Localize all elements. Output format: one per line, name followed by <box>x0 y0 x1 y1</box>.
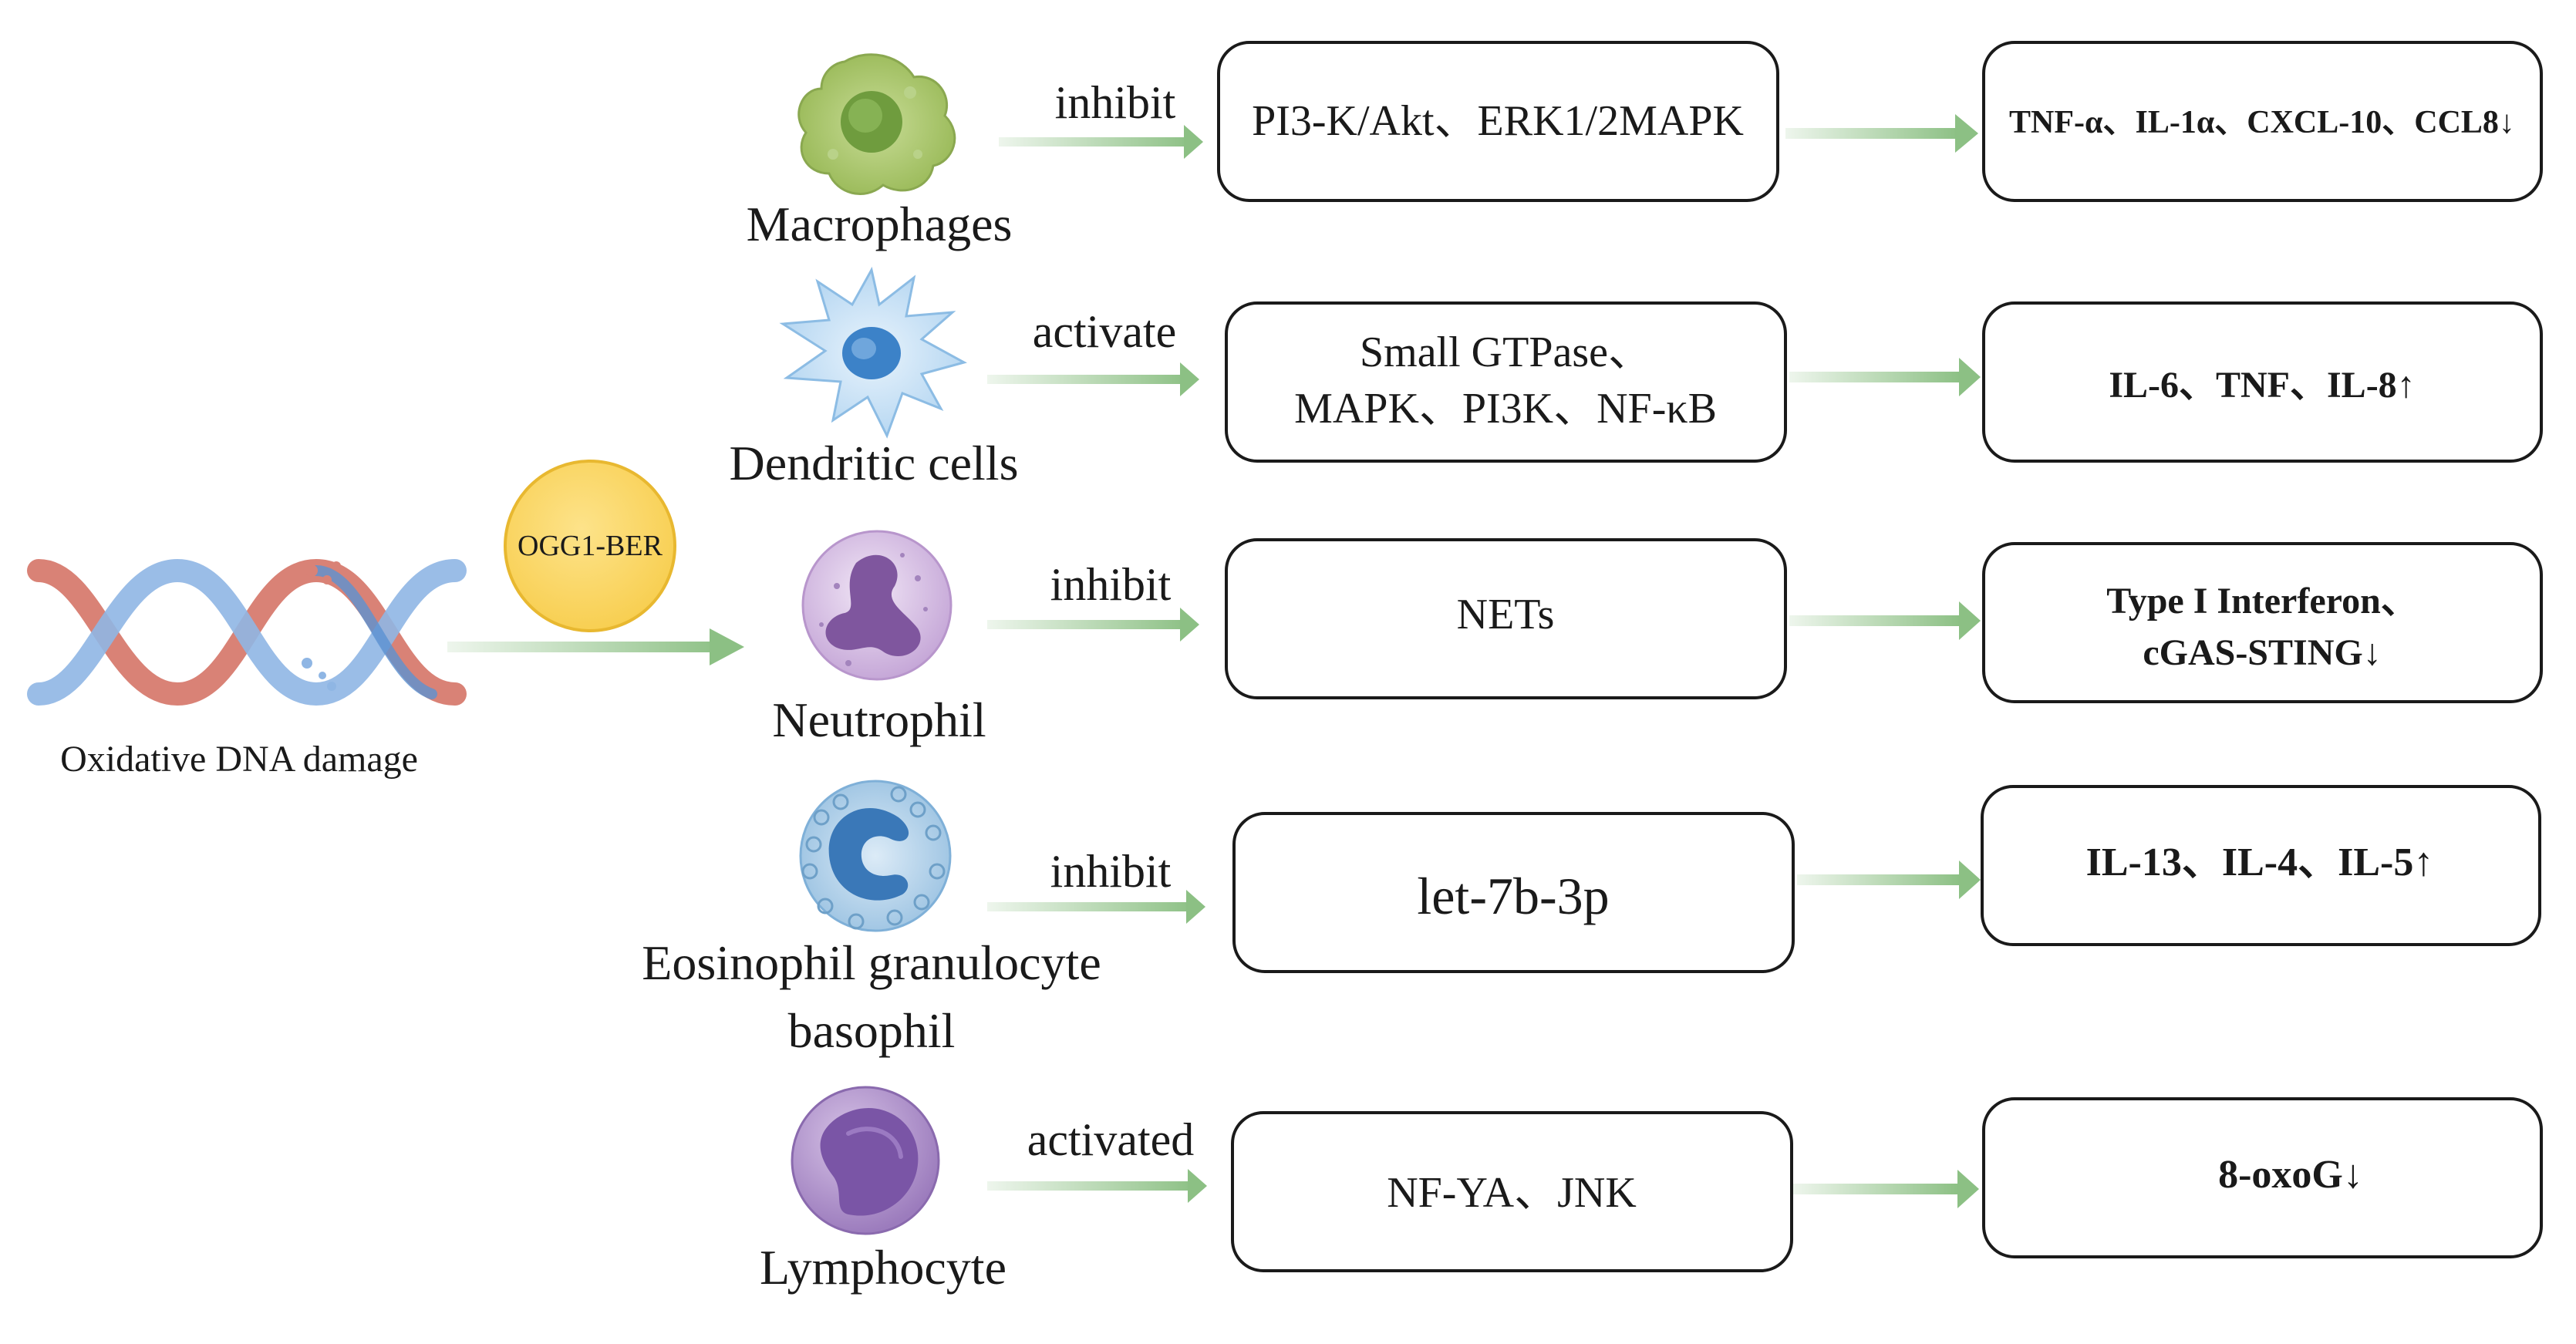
result-text-macrophages: TNF-α、IL-1α、CXCL-10、CCL8↓ <box>2009 105 2515 140</box>
mechanism-box-eosinophil <box>1232 812 1795 973</box>
cell-label-eosinophil-line2: basophil <box>788 1003 956 1058</box>
neutrophil-icon <box>801 530 953 681</box>
result-text-neutrophil-line2: cGAS-STING↓ <box>2143 632 2381 673</box>
cell-label-neutrophil: Neutrophil <box>772 692 986 747</box>
action-label-macrophages: inhibit <box>1055 77 1176 128</box>
badge-label: OGG1-BER <box>518 530 663 562</box>
result-text-dendritic: IL-6、TNF、IL-8↑ <box>2109 365 2415 406</box>
mechanism-text-macrophages: PI3-K/Akt、ERK1/2MAPK <box>1252 97 1744 145</box>
cell-label-lymphocyte: Lymphocyte <box>760 1240 1006 1295</box>
mechanism-box-macrophages <box>1217 41 1779 202</box>
action-label-neutrophil: inhibit <box>1050 559 1172 610</box>
source-label: Oxidative DNA damage <box>60 739 418 780</box>
mechanism-box-neutrophil <box>1225 538 1787 699</box>
arrow-macrophages-to-result <box>1785 114 1978 153</box>
action-label-eosinophil: inhibit <box>1050 846 1172 897</box>
main-arrow <box>447 628 744 665</box>
dna-helix-icon <box>27 558 467 706</box>
arrow-lymphocyte-to-result <box>1793 1170 1979 1208</box>
mechanism-text-dendritic-line1: Small GTPase、 <box>1360 328 1651 376</box>
arrow-neutrophil-to-mechanism <box>987 608 1199 642</box>
arrow-eosinophil-to-mechanism <box>987 890 1205 924</box>
cell-label-macrophages: Macrophages <box>747 197 1013 251</box>
result-box-eosinophil <box>1981 785 2541 946</box>
eosinophil-icon <box>799 780 952 932</box>
cell-label-eosinophil-line1: Eosinophil granulocyte <box>642 935 1101 990</box>
mechanism-text-lymphocyte: NF-YA、JNK <box>1387 1169 1637 1217</box>
arrow-lymphocyte-to-mechanism <box>987 1169 1207 1203</box>
mechanism-box-lymphocyte <box>1231 1111 1793 1272</box>
result-box-lymphocyte <box>1982 1097 2543 1258</box>
arrow-dendritic-to-mechanism <box>987 362 1199 396</box>
result-box-dendritic <box>1982 301 2543 463</box>
mechanism-box-dendritic <box>1225 301 1787 463</box>
result-box-macrophages <box>1982 41 2543 202</box>
cell-label-dendritic: Dendritic cells <box>730 436 1019 490</box>
action-label-dendritic: activate <box>1033 306 1177 357</box>
ogg1-ber-badge: OGG1-BER <box>504 460 676 632</box>
result-box-neutrophil <box>1982 542 2543 703</box>
dendritic-cell-icon <box>779 266 967 439</box>
lymphocyte-icon <box>791 1086 940 1235</box>
mechanism-text-dendritic-line2: MAPK、PI3K、NF-κB <box>1294 385 1717 433</box>
arrow-dendritic-to-result <box>1789 358 1981 396</box>
result-text-eosinophil: IL-13、IL-4、IL-5↑ <box>2086 840 2434 884</box>
result-text-neutrophil-line1: Type I Interferon、 <box>2106 581 2418 621</box>
arrow-macrophages-to-mechanism <box>999 125 1203 159</box>
arrow-neutrophil-to-result <box>1789 601 1981 640</box>
mechanism-text-eosinophil: let-7b-3p <box>1417 867 1609 925</box>
arrow-eosinophil-to-result <box>1797 861 1981 899</box>
mechanism-text-neutrophil: NETs <box>1457 591 1555 638</box>
result-text-lymphocyte: 8-oxoG↓ <box>2218 1153 2363 1197</box>
action-label-lymphocyte: activated <box>1027 1114 1195 1165</box>
macrophage-icon <box>797 53 956 195</box>
